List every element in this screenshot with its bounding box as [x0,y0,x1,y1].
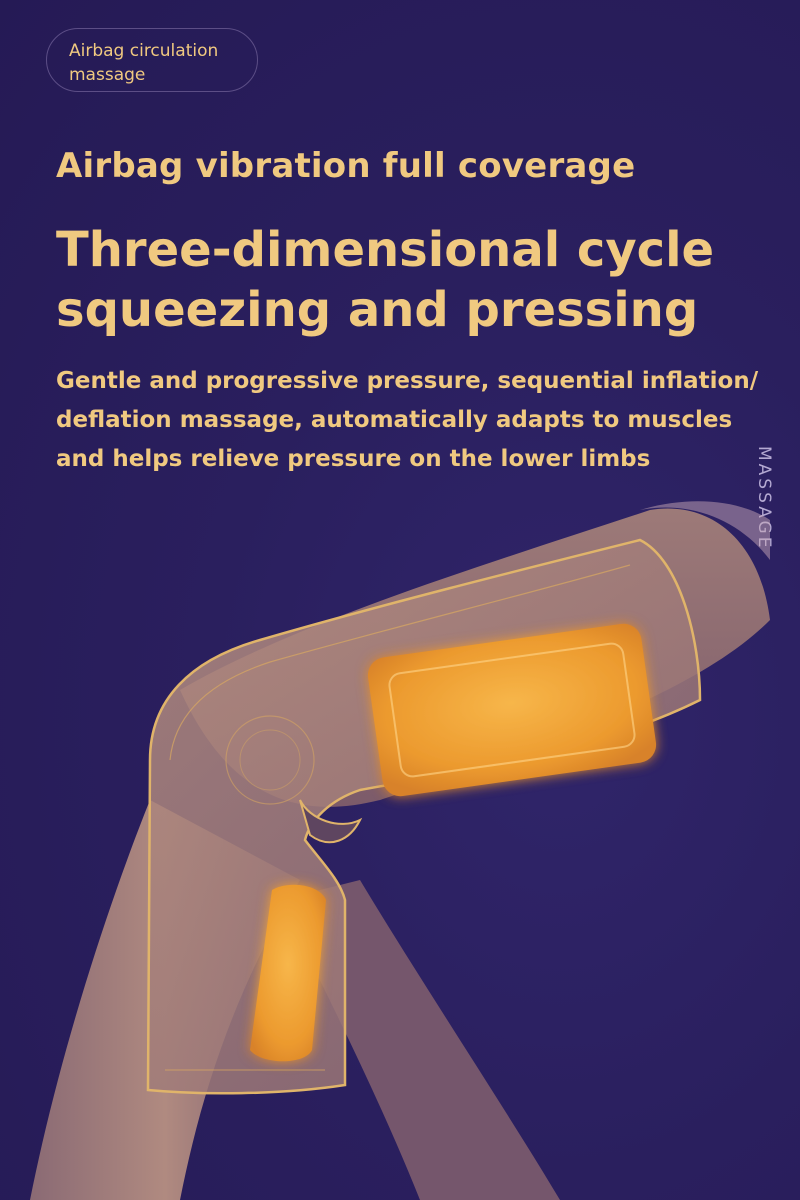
headline-line-2: squeezing and pressing [56,282,699,338]
feature-badge-line-2: massage [69,65,146,85]
kneecap-ring-outer [225,715,315,805]
feature-badge: Airbag circulation massage [46,28,258,92]
knee-opening [299,799,363,844]
thigh-highlight [640,501,770,560]
feature-description: Gentle and progressive pressure, sequent… [56,362,776,479]
page-headline: Three-dimensional cycle squeezing and pr… [56,220,756,340]
feature-badge-line-1: Airbag circulation [69,41,219,61]
description-line-2: deflation massage, automatically adapts … [56,407,733,433]
shin-airbag [250,884,326,1062]
wrap-seam-top [169,564,631,761]
headline-line-1: Three-dimensional cycle [56,222,715,278]
calf-shape [280,880,560,1200]
page-subtitle: Airbag vibration full coverage [56,146,636,186]
kneecap-ring-inner [239,729,301,791]
thigh-airbag-inner [388,642,636,778]
description-line-3: and helps relieve pressure on the lower … [56,446,651,472]
knee-massager-illustration [30,501,770,1200]
description-line-1: Gentle and progressive pressure, sequent… [56,368,759,394]
